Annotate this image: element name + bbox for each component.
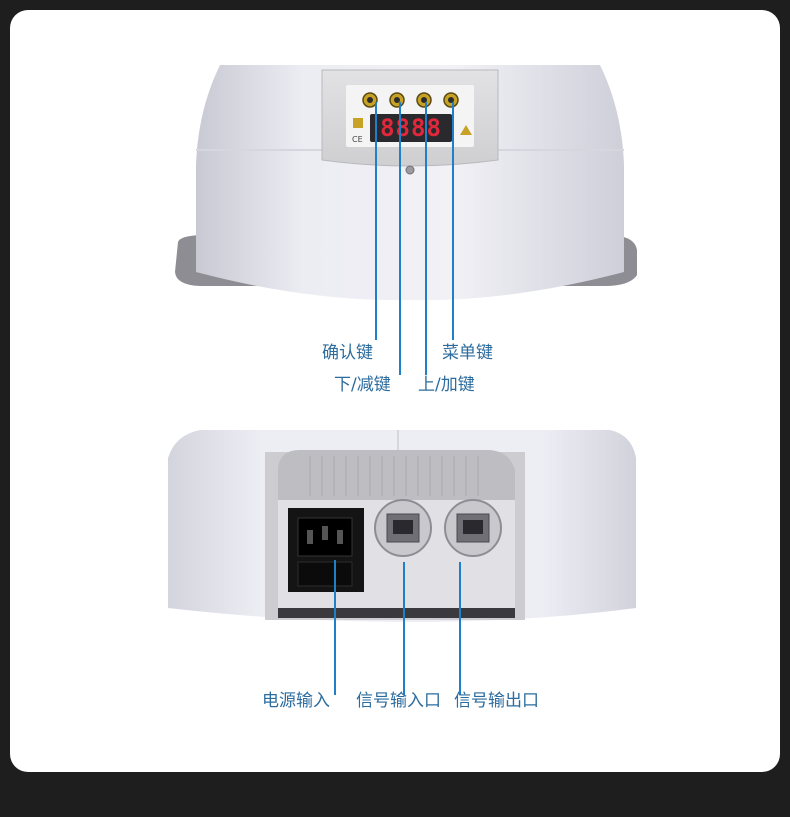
label-up-plus-key: 上/加键 (418, 375, 475, 395)
controller-front-photo: 8888 CE (175, 65, 637, 375)
screw-icon (405, 165, 415, 175)
label-power-input: 电源输入 (262, 691, 330, 711)
button-row (362, 92, 459, 108)
controller-rear-photo (168, 430, 636, 695)
label-confirm-key: 确认键 (322, 343, 373, 363)
label-signal-output: 信号输出口 (454, 691, 539, 711)
label-signal-input: 信号输入口 (356, 691, 441, 711)
ce-mark-icon: CE (352, 135, 363, 144)
caution-icon (460, 125, 472, 135)
button-pointers (375, 102, 454, 375)
label-menu-key: 菜单键 (442, 343, 493, 363)
product-card: 8888 CE 确认键 菜单键 下/减键 上/加键 (10, 10, 780, 772)
led-display (370, 114, 452, 142)
led-digits: 8888 (380, 114, 442, 142)
port-panel-vent (278, 450, 515, 500)
dome-body (196, 65, 624, 301)
label-down-minus-key: 下/减键 (334, 375, 391, 395)
warning-icon (353, 118, 363, 128)
port-pointers (334, 560, 461, 695)
